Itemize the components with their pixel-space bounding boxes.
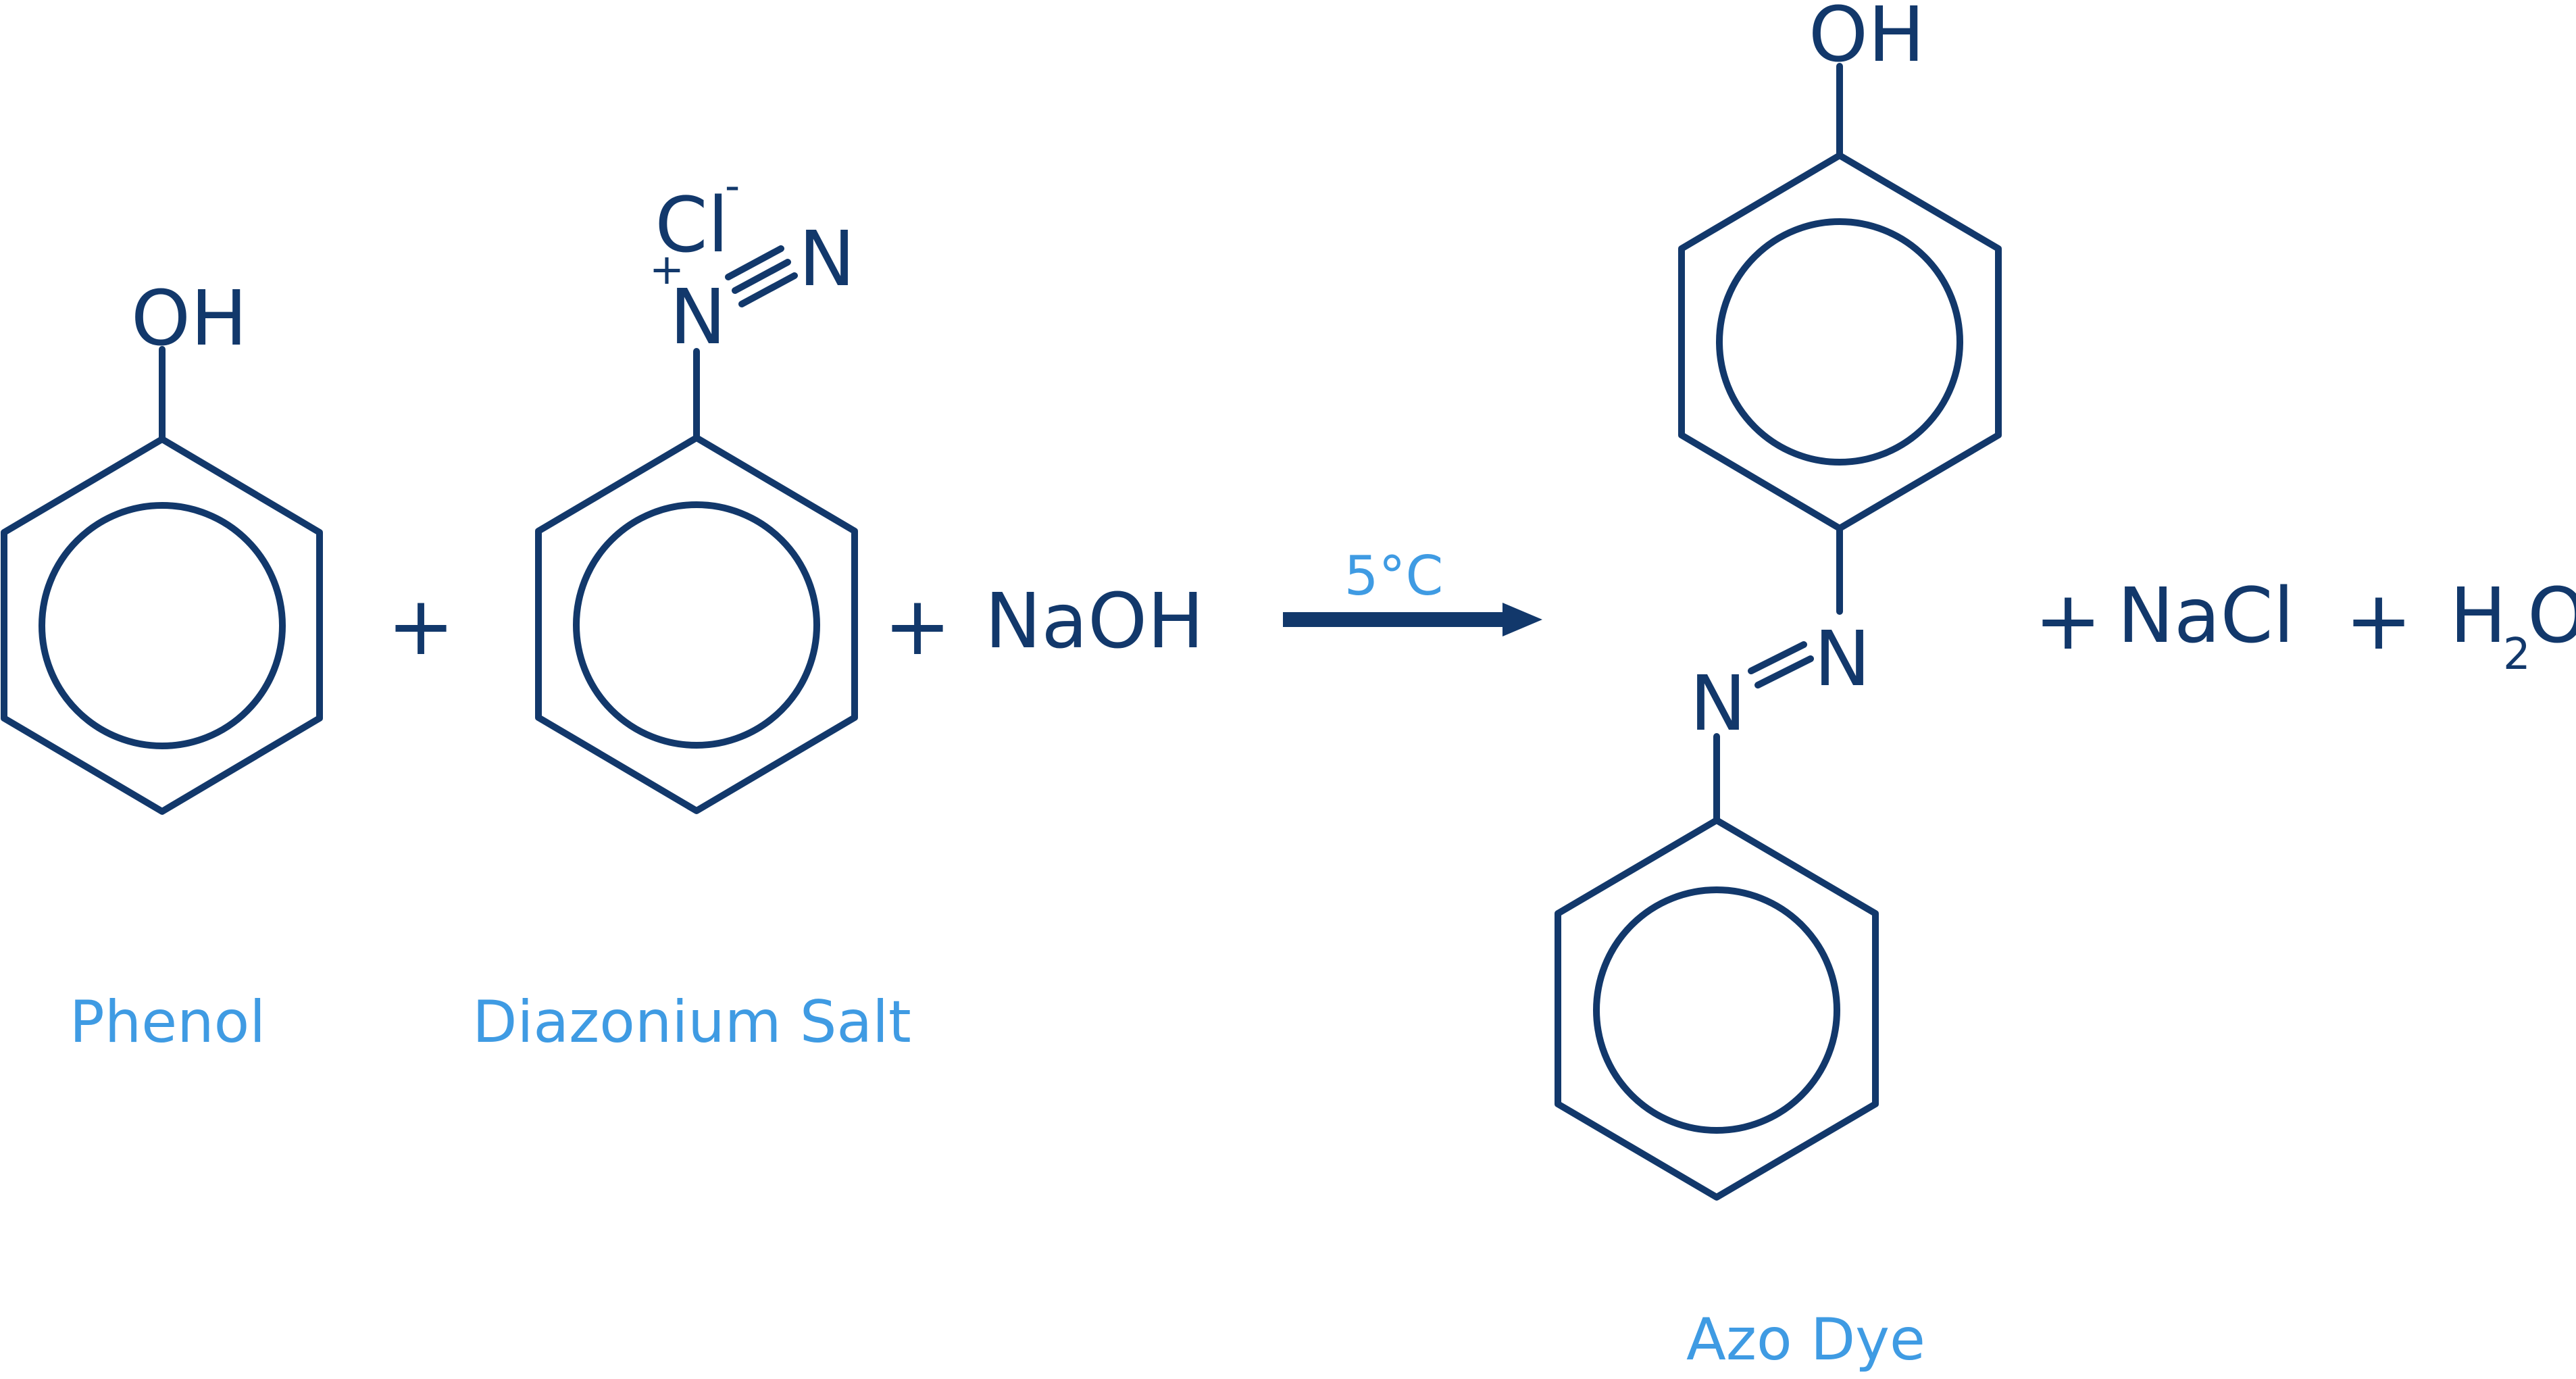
chloride-charge: - — [725, 161, 740, 210]
diazonium-n1-label: N — [670, 274, 726, 361]
azo-double-bond-1 — [1748, 641, 1807, 674]
arrow-shaft — [1283, 612, 1513, 627]
water-subscript: 2 — [2503, 630, 2531, 680]
azo-dye-name-label: Azo Dye — [1686, 1306, 1925, 1374]
arrow-head — [1502, 603, 1542, 636]
azo-n1-label: N — [1814, 616, 1871, 703]
naoh-label: NaOH — [985, 578, 1205, 666]
phenol-molecule: OH — [1, 275, 323, 815]
phenol-ring — [1, 436, 323, 815]
diazonium-name-label: Diazonium Salt — [472, 988, 911, 1056]
diazonium-ring — [535, 434, 858, 814]
water-h-label: H — [2450, 572, 2506, 660]
plus-sign-4: + — [2345, 574, 2413, 668]
phenol-oh-label: OH — [131, 275, 247, 363]
plus-sign-3: + — [2034, 574, 2102, 668]
azo-dye-molecule: OH N N — [1555, 0, 2002, 1201]
azo-double-bond-2 — [1754, 655, 1814, 688]
chloride-label: Cl — [655, 182, 728, 270]
diazonium-triple-bond-1 — [725, 245, 784, 280]
azo-top-ring — [1678, 152, 2002, 532]
azo-oh-label: OH — [1809, 0, 1925, 79]
phenol-name-label: Phenol — [70, 988, 266, 1056]
diazonium-n2-label: N — [799, 216, 855, 303]
diazonium-molecule: N + N Cl - — [535, 161, 858, 814]
plus-sign-2: + — [884, 580, 952, 674]
diazonium-cation-charge: + — [649, 245, 684, 294]
azo-bottom-ring — [1555, 817, 1879, 1201]
diazonium-aromatic-circle — [573, 501, 820, 749]
reaction-arrow: 5°C — [1283, 545, 1542, 636]
phenol-aromatic-circle — [39, 502, 286, 749]
plus-sign-1: + — [387, 580, 455, 674]
azo-bottom-aromatic-circle — [1593, 886, 1840, 1134]
water-formula: H 2 O — [2450, 572, 2576, 680]
nacl-label: NaCl — [2117, 572, 2294, 660]
azo-n2-label: N — [1690, 660, 1746, 748]
diazonium-triple-bond-3 — [738, 272, 798, 307]
temperature-condition: 5°C — [1344, 545, 1444, 607]
diazonium-triple-bond-2 — [732, 259, 791, 294]
azo-top-aromatic-circle — [1716, 218, 1963, 466]
water-o-label: O — [2527, 572, 2576, 660]
